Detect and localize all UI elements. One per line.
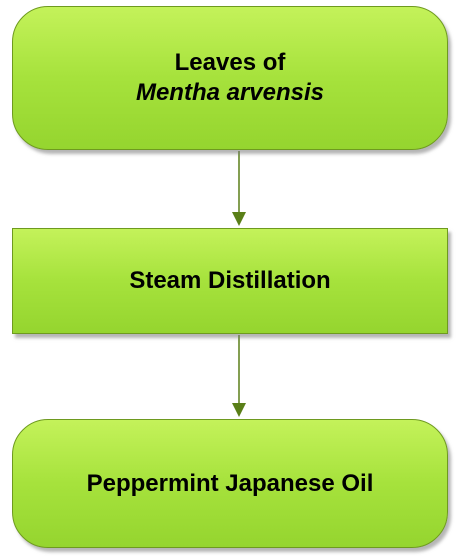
step-leaves-label: Leaves of bbox=[174, 49, 286, 76]
step-leaves-node: Leaves of Mentha arvensis bbox=[12, 6, 448, 150]
arrow-2 bbox=[232, 335, 246, 417]
step-leaves-species: Mentha arvensis bbox=[135, 79, 325, 106]
step-steam-distillation-node: Steam Distillation bbox=[12, 228, 448, 334]
arrow-1 bbox=[232, 151, 246, 226]
step-oil-node: Peppermint Japanese Oil bbox=[12, 419, 448, 548]
step-steam-distillation-label: Steam Distillation bbox=[129, 267, 331, 294]
step-oil-label: Peppermint Japanese Oil bbox=[86, 469, 374, 497]
